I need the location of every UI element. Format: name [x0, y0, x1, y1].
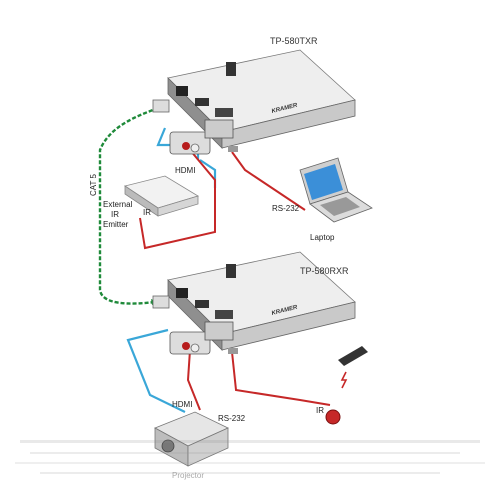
tx-db9-connector	[205, 120, 233, 138]
rx-rs232-port	[215, 310, 233, 319]
ir-emitter	[125, 176, 198, 216]
rs232-cable-top	[232, 152, 305, 210]
hdmi-label-top: HDMI	[175, 166, 195, 175]
rx-db9-connector	[205, 322, 233, 340]
ir-cable-bottom	[232, 352, 330, 405]
emitter-label-2: IR	[111, 210, 119, 219]
tx-rs232-port	[215, 108, 233, 117]
rs232-label-top: RS-232	[272, 204, 300, 213]
rx-device-label: TP-580RXR	[300, 266, 349, 276]
emitter-label-1: External	[103, 200, 133, 209]
tx-logo-icon	[226, 62, 236, 76]
tx-hdmi-connector	[153, 100, 169, 112]
rx-audio-white	[191, 344, 199, 352]
rx-ir-plug	[228, 348, 238, 354]
rx-hdmi-port	[195, 300, 209, 308]
tx-rj45-port	[176, 86, 188, 96]
hdmi-label-bottom: HDMI	[172, 400, 192, 409]
rx-hdmi-connector	[153, 296, 169, 308]
bottom-noise-strip	[15, 440, 485, 474]
ir-sensor-icon	[326, 410, 340, 424]
laptop-label: Laptop	[310, 233, 335, 242]
tx-audio-white	[191, 144, 199, 152]
laptop-icon	[300, 158, 372, 222]
tx-vga-connector	[170, 132, 210, 154]
ir-signal-icon	[342, 372, 346, 388]
tx-ir-plug	[228, 146, 238, 152]
rx-audio-red	[182, 342, 190, 350]
rs232-label-bottom: RS-232	[218, 414, 246, 423]
cat5-label: CAT 5	[89, 174, 98, 196]
emitter-label-3: Emitter	[103, 220, 129, 229]
rx-logo-icon	[226, 264, 236, 278]
tx-device-label: TP-580TXR	[270, 36, 318, 46]
ir-label-top: IR	[143, 208, 151, 217]
remote-control-icon	[338, 346, 368, 366]
rx-vga-connector	[170, 332, 210, 354]
tx-audio-red	[182, 142, 190, 150]
rx-rj45-port	[176, 288, 188, 298]
tx-hdmi-port	[195, 98, 209, 106]
ir-label-bottom: IR	[316, 406, 324, 415]
